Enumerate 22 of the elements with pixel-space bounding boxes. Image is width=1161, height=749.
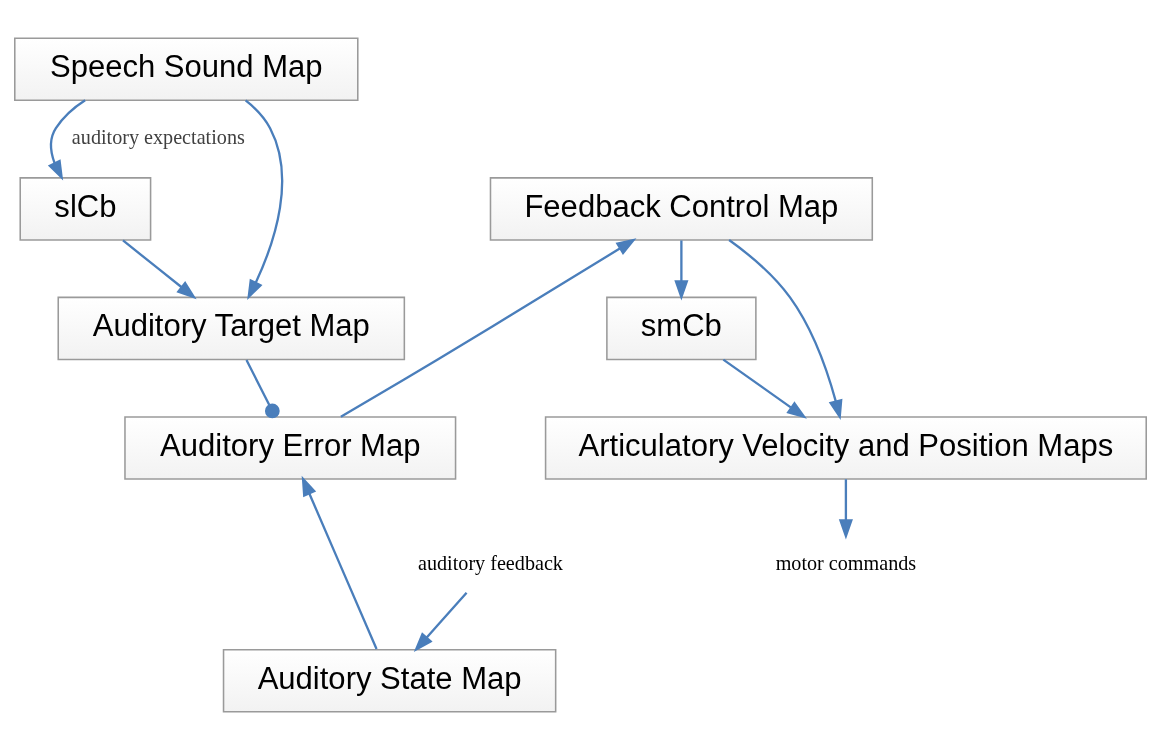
- connector: [245, 358, 280, 418]
- node-box: Speech Sound Map: [14, 36, 359, 101]
- node-box: Auditory Target Map: [57, 296, 406, 360]
- node-box: smCb: [606, 296, 757, 360]
- arrow: [838, 478, 853, 539]
- arrow: [301, 475, 378, 649]
- arrow: [340, 237, 637, 418]
- node-text: motor commands: [775, 551, 917, 574]
- arrow: [722, 358, 807, 419]
- node-box: Auditory State Map: [222, 648, 557, 713]
- node-box: Articulatory Velocity and Position Maps: [544, 415, 1147, 480]
- node-box: Auditory Error Map: [124, 415, 457, 480]
- node-box: slCb: [19, 176, 152, 241]
- arrow: [674, 239, 689, 301]
- arrow: [47, 98, 86, 180]
- edge-label: auditory expectations: [71, 125, 245, 148]
- node-text: auditory feedback: [418, 551, 563, 574]
- arrow: [244, 99, 284, 300]
- arrow: [122, 239, 197, 299]
- node-box: Feedback Control Map: [489, 176, 874, 241]
- arrow: [728, 238, 843, 420]
- arrow: [413, 591, 468, 652]
